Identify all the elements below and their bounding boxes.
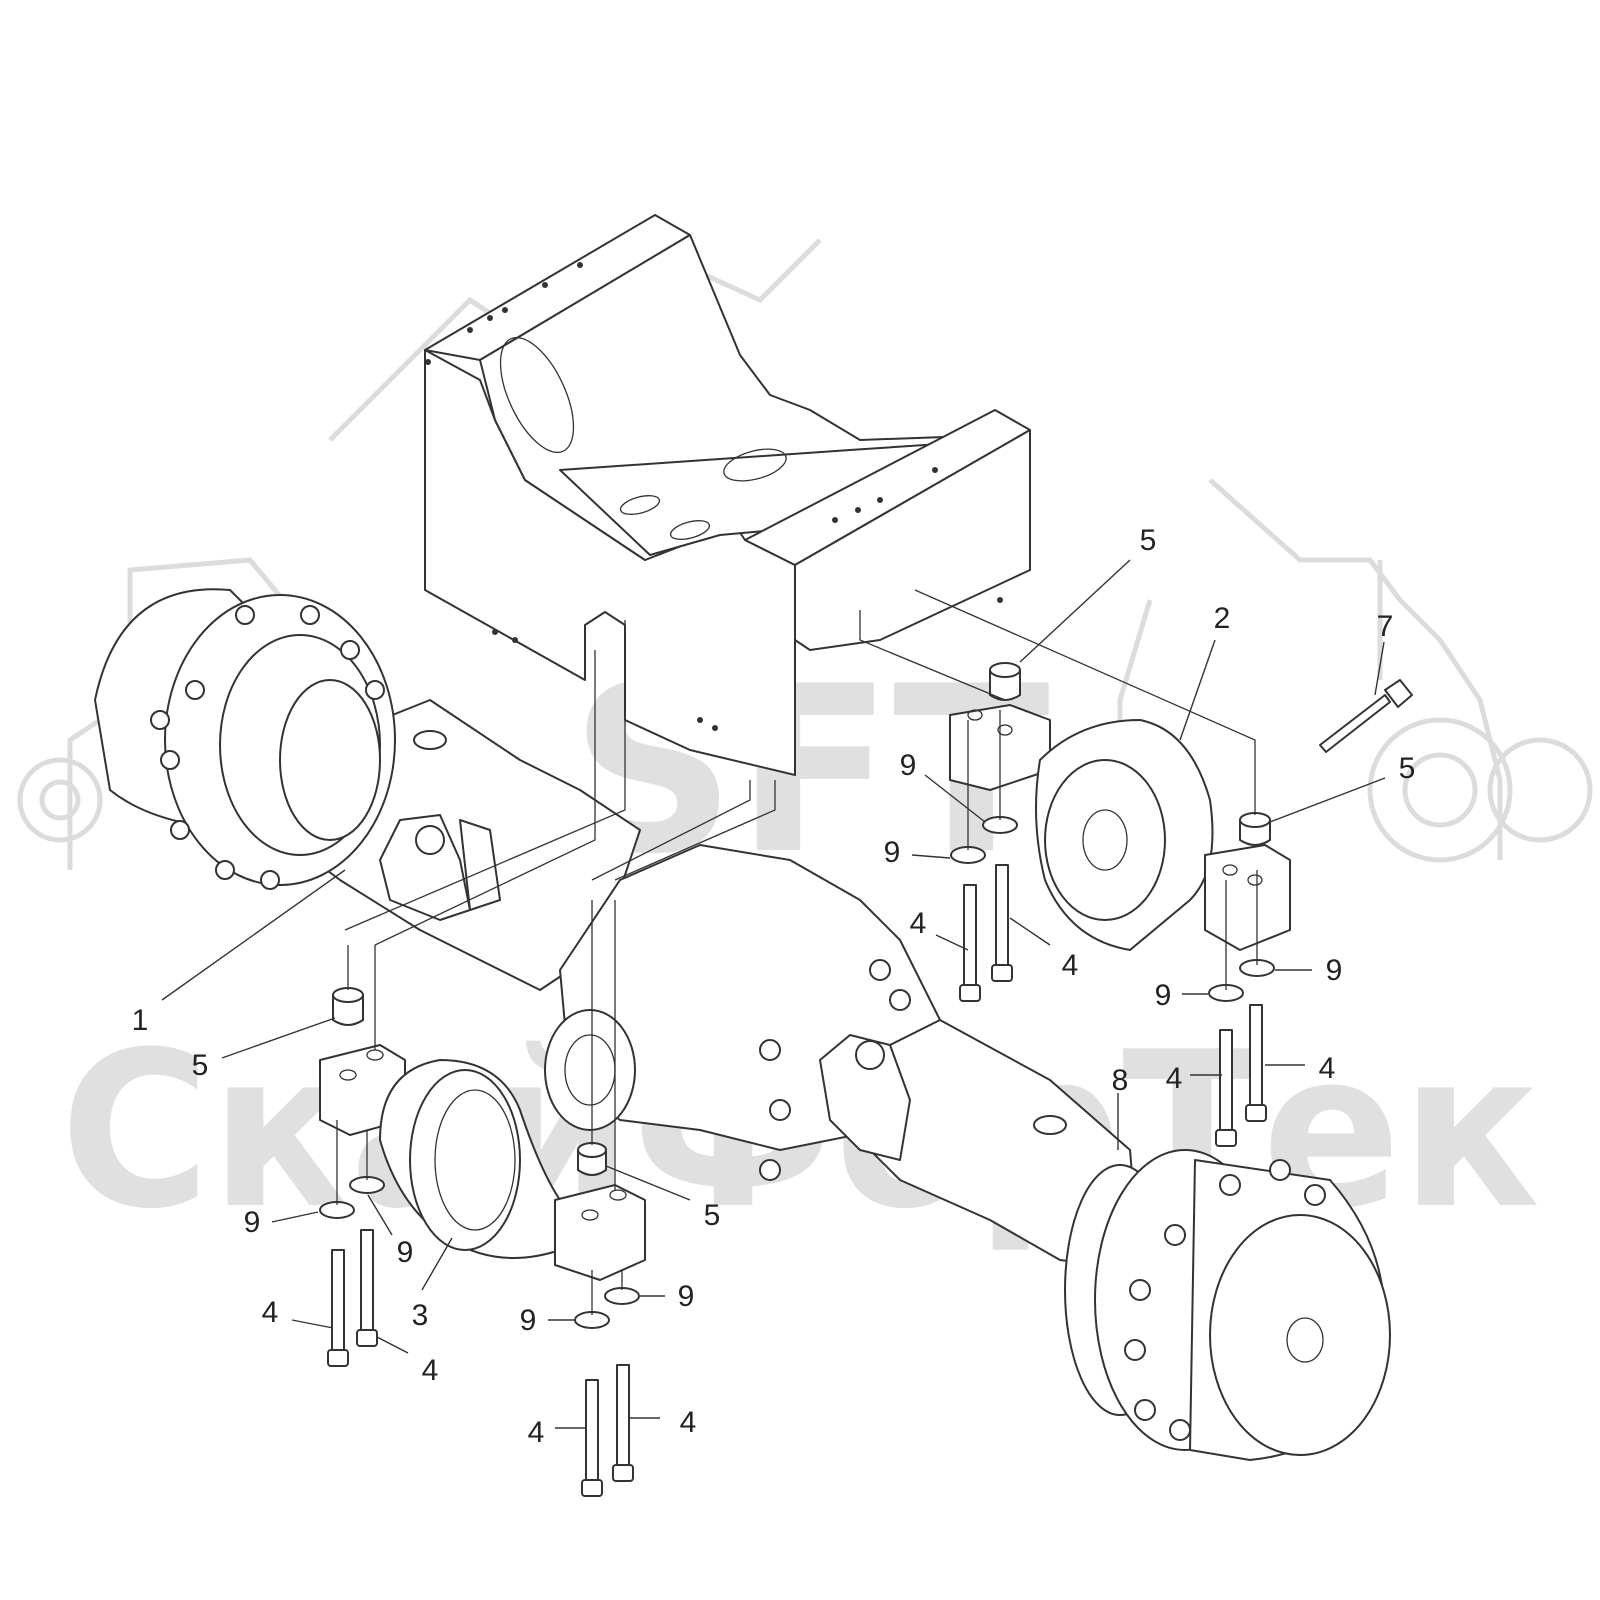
callout-label-9g: 9 [520, 1304, 537, 1337]
callout-label-9e: 9 [244, 1206, 261, 1239]
callout-label-9f: 9 [397, 1236, 414, 1269]
bracket-front [319, 1044, 646, 1281]
callout-label-4b: 4 [1062, 949, 1079, 982]
callout-label-9a: 9 [900, 749, 917, 782]
assembly-lines [336, 589, 1258, 1315]
right-wheel-hub [1064, 1149, 1391, 1461]
callout-label-4d: 4 [1319, 1052, 1336, 1085]
axle-beam [299, 699, 1141, 1271]
callout-label-5c: 5 [192, 1049, 209, 1082]
cradle-frame [424, 214, 1031, 776]
callout-label-3: 3 [412, 1299, 429, 1332]
callout-label-5d: 5 [704, 1199, 721, 1232]
callout-label-1: 1 [132, 1004, 149, 1037]
bushings [332, 662, 1271, 1176]
callout-label-4f: 4 [422, 1354, 439, 1387]
long-bolt [1319, 679, 1413, 753]
left-wheel-hub [94, 588, 396, 890]
callout-label-9d: 9 [1155, 979, 1172, 1012]
callout-label-5a: 5 [1140, 524, 1157, 557]
callout-label-4e: 4 [262, 1296, 279, 1329]
callout-label-9h: 9 [678, 1280, 695, 1313]
bracket-rear [949, 704, 1291, 951]
callout-label-4a: 4 [910, 907, 927, 940]
callout-label-9c: 9 [1326, 954, 1343, 987]
callout-label-9b: 9 [884, 836, 901, 869]
callout-label-2: 2 [1214, 602, 1231, 635]
callout-label-4c: 4 [1166, 1062, 1183, 1095]
callout-label-7: 7 [1377, 610, 1394, 643]
callouts: 1 2 3 4 4 4 4 4 4 4 4 5 5 5 5 7 [132, 524, 1416, 1449]
mounting-bolts [327, 864, 1267, 1497]
callout-label-5b: 5 [1399, 752, 1416, 785]
callout-label-8: 8 [1112, 1064, 1129, 1097]
callout-label-4g: 4 [528, 1416, 545, 1449]
callout-label-4h: 4 [680, 1406, 697, 1439]
